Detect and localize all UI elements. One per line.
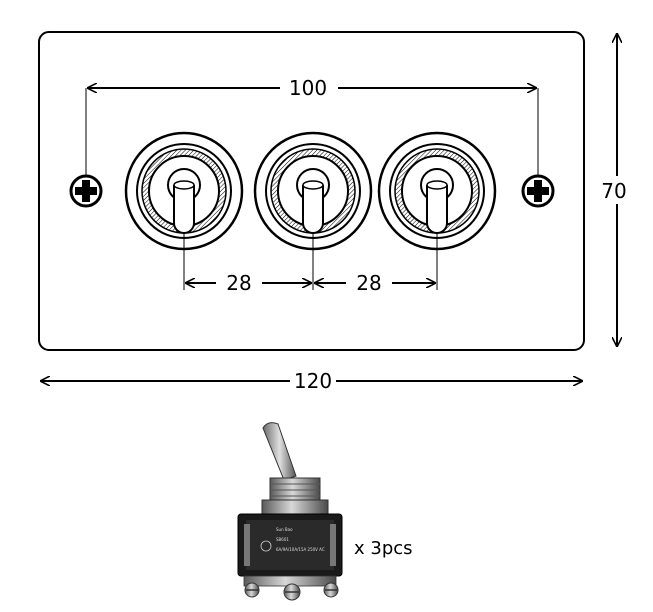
terminal-screw-icon	[244, 582, 260, 598]
product-marking-line1: SB601	[276, 537, 289, 542]
toggle-switch-1	[124, 131, 244, 251]
toggle-switch-product-image: Sun Bao SB601 6A/9A/10A/15A 250V AC	[237, 422, 343, 601]
terminal-screw-icon	[323, 582, 339, 598]
dimension-28-left: 28	[183, 234, 314, 295]
product-marking-line2: 6A/9A/10A/15A 250V AC	[276, 547, 325, 552]
product-brand: Sun Bao	[276, 527, 293, 532]
dimension-120-label: 120	[294, 369, 332, 393]
terminal-screw-icon	[283, 583, 301, 601]
dimension-28-right-label: 28	[356, 271, 381, 295]
dimension-70: 70	[598, 34, 632, 346]
dimension-100: 100	[85, 76, 539, 176]
dimension-28-right: 28	[315, 234, 438, 295]
screw-right-icon	[521, 174, 555, 208]
quantity-label: x 3pcs	[354, 538, 413, 559]
toggle-switch-3	[377, 131, 497, 251]
toggle-switch-2	[253, 131, 373, 251]
screw-left-icon	[69, 174, 103, 208]
dimension-100-label: 100	[289, 76, 327, 100]
dimension-120: 120	[41, 369, 582, 393]
dimension-70-label: 70	[601, 179, 626, 203]
dimension-28-left-label: 28	[226, 271, 251, 295]
